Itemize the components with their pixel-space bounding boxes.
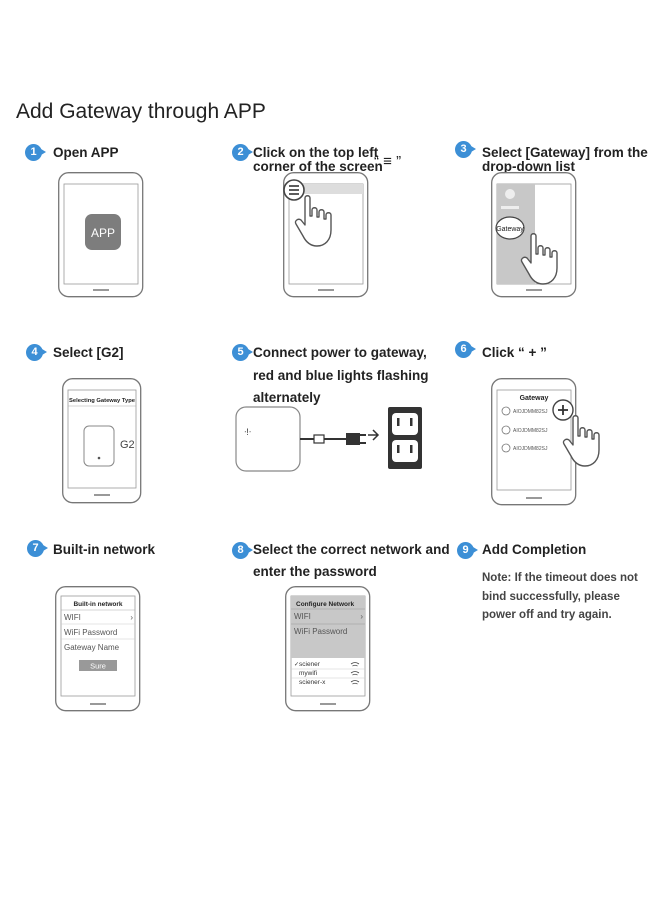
step-3-line1: Select [Gateway] from the (482, 145, 648, 160)
gateway-menu-item (495, 216, 525, 240)
wifi-icon (350, 662, 360, 685)
builtin-title: Built-in network (73, 601, 122, 608)
timeout-note: Note: If the timeout does not bind succe… (482, 569, 638, 625)
step-5-line3: alternately (253, 390, 321, 405)
step-1-text: Open APP (53, 145, 119, 160)
svg-text:›: › (130, 613, 133, 622)
svg-text:›: › (360, 612, 363, 621)
note-line: bind successfully, please (482, 590, 620, 603)
phone-builtin-network: Built-in network WIFI › WiFi Password Ga… (55, 586, 141, 712)
step-badge: 2 (232, 144, 253, 161)
svg-text:AIOJDMM82SJ: AIOJDMM82SJ (513, 409, 548, 415)
configure-title: Configure Network (296, 601, 355, 608)
step-badge: 1 (25, 144, 46, 161)
gateway-name-field: Gateway Name (64, 643, 120, 652)
gateway-list-item: AIOJDMM82SJ (501, 425, 548, 435)
select-type-title: Selecting Gateway Type (69, 398, 136, 404)
step-7-text: Built-in network (53, 542, 155, 557)
app-icon (85, 214, 121, 250)
step-4-text: Select [G2] (53, 345, 124, 360)
gateway-list-item: AIOJDMM82SJ (501, 406, 548, 416)
configure-password-field: WiFi Password (294, 627, 347, 636)
step-badge: 9 (457, 542, 478, 559)
app-icon-label: APP (91, 226, 115, 240)
gateway-power-diagram: ᐧ!ᐧ (235, 406, 422, 472)
step-5-line2: red and blue lights flashing (253, 368, 429, 383)
g2-label: G2 (120, 439, 135, 451)
step-2-quote: “ ≡ ” (374, 153, 402, 170)
page-title: Add Gateway through APP (16, 100, 266, 123)
note-line: power off and try again. (482, 609, 612, 621)
step-5-line1: Connect power to gateway, (253, 345, 427, 360)
network-item: sciener (299, 661, 321, 668)
phone-gateway-list: Gateway (491, 172, 577, 298)
step-badge: 4 (26, 344, 47, 361)
phone-gateway-add: Gateway AIOJDMM82SJ AIOJDMM82SJ AIOJDMM8… (491, 378, 600, 506)
step-6-text: Click “ + ” (482, 345, 547, 360)
wifi-field: WIFI (64, 613, 81, 622)
step-badge: 3 (455, 141, 476, 158)
step-3-line2: drop-down list (482, 159, 575, 174)
step-8-line1: Select the correct network and (253, 542, 450, 557)
network-item: mywifi (299, 670, 317, 677)
step-8-line2: enter the password (253, 564, 377, 579)
step-badge: 7 (27, 540, 48, 557)
svg-text:AIOJDMM82SJ: AIOJDMM82SJ (513, 428, 548, 434)
sure-button-label: Sure (90, 662, 106, 671)
sure-button (79, 660, 117, 671)
step-badge: 8 (232, 542, 253, 559)
phone-configure-network: Configure Network WIFI › WiFi Password ✓… (285, 586, 371, 712)
step-9-text: Add Completion (482, 542, 587, 557)
note-line: Note: If the timeout does not (482, 572, 638, 584)
network-item: sciener-x (299, 679, 326, 686)
gateway-list-item: AIOJDMM82SJ (501, 443, 548, 453)
svg-text:AIOJDMM82SJ: AIOJDMM82SJ (513, 446, 548, 452)
svg-text:✓: ✓ (294, 662, 299, 668)
phone-open-app: APP (58, 172, 144, 298)
wifi-password-field: WiFi Password (64, 628, 117, 637)
step-2-line2: corner of the screen (253, 159, 383, 174)
configure-wifi-field: WIFI (294, 612, 311, 621)
svg-text:ᐧ!ᐧ: ᐧ!ᐧ (244, 427, 251, 437)
gateway-list-title: Gateway (520, 395, 549, 402)
step-badge: 5 (232, 344, 253, 361)
phone-select-g2: Selecting Gateway Type G2 (62, 378, 142, 504)
step-2-line1: Click on the top left (253, 145, 379, 160)
g2-device-image (83, 425, 115, 467)
step-badge: 6 (455, 341, 476, 358)
gateway-device (235, 406, 301, 472)
gateway-item-label: Gateway (496, 226, 524, 233)
phone-menu (283, 172, 369, 298)
